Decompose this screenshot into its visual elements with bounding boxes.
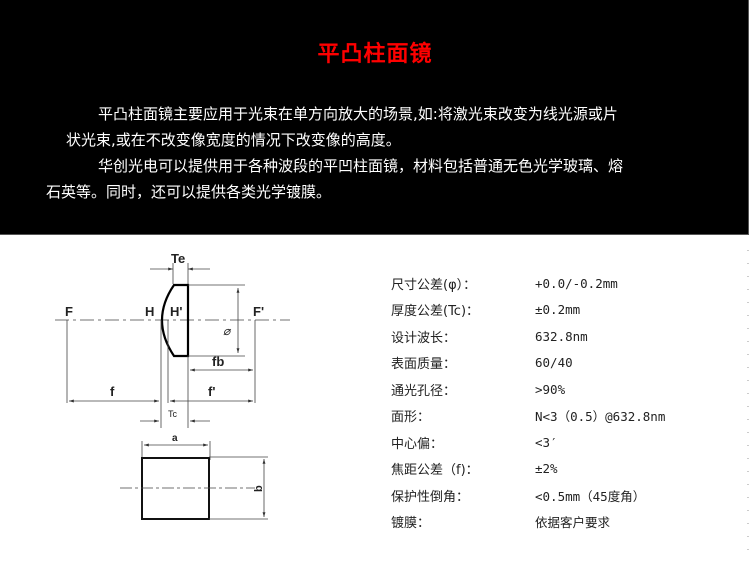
- label-h-prime: H': [170, 304, 182, 319]
- spec-label: 表面质量：: [391, 357, 457, 373]
- spec-label: 尺寸公差(φ）：: [391, 277, 477, 293]
- spec-row: 中心偏： <3′: [391, 429, 711, 456]
- intro-paragraph-2-line-1: 华创光电可以提供用于各种波段的平凹柱面镜，材料包括普通无色光学玻璃、熔: [98, 157, 624, 175]
- spec-value: 60/40: [535, 355, 573, 371]
- intro-paragraph-1-line-2: 状光束,或在不改变像宽度的情况下改变像的高度。: [66, 131, 401, 149]
- spec-row: 镀膜： 依据客户要求: [391, 509, 711, 536]
- spec-row: 尺寸公差(φ）： +0.0/-0.2mm: [391, 270, 711, 297]
- label-f-point: F: [65, 304, 73, 319]
- header-banner: 平凸柱面镜 平凸柱面镜主要应用于光束在单方向放大的场景,如:将激光束改变为线光源…: [0, 0, 749, 235]
- label-diameter: ⌀: [223, 324, 232, 338]
- lens-diagram: Te F H H' F' ⌀ fb f f' Tc a b: [55, 251, 290, 520]
- spec-label: 镀膜：: [391, 516, 431, 532]
- label-f-prime: f': [208, 384, 215, 399]
- spec-row: 表面质量： 60/40: [391, 350, 711, 377]
- spec-row: 厚度公差(Tc)： ±0.2mm: [391, 297, 711, 324]
- spec-value: >90%: [535, 381, 566, 397]
- label-f-prime-point: F': [253, 304, 264, 319]
- page-title: 平凸柱面镜: [317, 42, 433, 67]
- spec-label: 面形：: [391, 410, 431, 426]
- spec-row: 焦距公差（f)： ±2%: [391, 456, 711, 483]
- spec-label: 保护性倒角：: [391, 489, 470, 505]
- specs-table: 尺寸公差(φ）： +0.0/-0.2mm 厚度公差(Tc)： ±0.2mm 设计波长…: [391, 270, 711, 535]
- intro-paragraph-1-line-1: 平凸柱面镜主要应用于光束在单方向放大的场景,如:将激光束改变为线光源或片: [98, 105, 618, 123]
- spec-label: 中心偏：: [391, 436, 444, 452]
- spec-label: 厚度公差(Tc)：: [391, 304, 480, 320]
- intro-text: 平凸柱面镜主要应用于光束在单方向放大的场景,如:将激光束改变为线光源或片 状光束…: [46, 101, 688, 205]
- side-view-diagram: [55, 263, 290, 428]
- spec-label: 通光孔径：: [391, 383, 457, 399]
- spec-value: 632.8nm: [535, 328, 588, 344]
- spec-value: +0.0/-0.2mm: [535, 275, 618, 291]
- spec-row: 通光孔径： >90%: [391, 376, 711, 403]
- intro-paragraph-2-line-2: 石英等。同时，还可以提供各类光学镀膜。: [46, 183, 332, 201]
- label-b: b: [253, 485, 265, 492]
- spec-row: 保护性倒角： <0.5mm（45度角）: [391, 482, 711, 509]
- label-h: H: [145, 304, 154, 319]
- spec-value: ±0.2mm: [535, 302, 581, 318]
- label-a: a: [172, 433, 178, 444]
- spec-value: N<3（0.5）@632.8nm: [535, 409, 666, 425]
- spec-label: 焦距公差（f)：: [391, 463, 479, 479]
- label-fb: fb: [212, 354, 224, 369]
- spec-row: 面形： N<3（0.5）@632.8nm: [391, 403, 711, 430]
- spec-value: <0.5mm（45度角）: [535, 488, 646, 504]
- spec-value: ±2%: [535, 461, 558, 477]
- label-tc: Tc: [168, 409, 178, 419]
- spec-value: 依据客户要求: [535, 515, 611, 531]
- spec-label: 设计波长：: [391, 330, 457, 346]
- spec-value: <3′: [535, 434, 558, 450]
- spec-row: 设计波长： 632.8nm: [391, 323, 711, 350]
- edge-divider: [747, 250, 749, 550]
- label-te: Te: [171, 251, 185, 266]
- label-f: f: [110, 384, 115, 399]
- front-view-diagram: [120, 441, 268, 520]
